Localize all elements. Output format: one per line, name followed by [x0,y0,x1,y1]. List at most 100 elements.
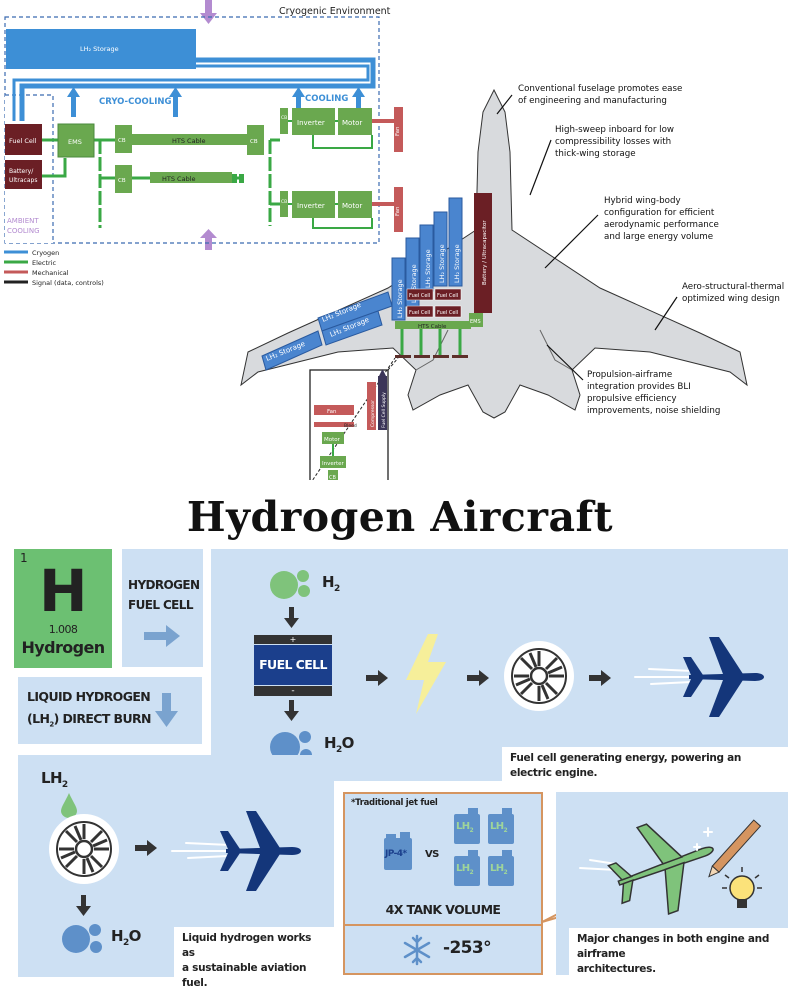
svg-text:LH₂ Storage: LH₂ Storage [396,279,404,318]
circuit-breaker [115,125,132,153]
svg-text:EMS: EMS [470,319,481,325]
aircraft-hts-cable [395,321,471,329]
turbofan-engine-icon [504,641,574,711]
down-arrow-icon [284,607,299,628]
svg-text:of engineering and manufacturi: of engineering and manufacturing [518,96,667,106]
svg-text:Motor: Motor [324,437,341,443]
page-title: Hydrogen Aircraft [186,493,614,541]
cryo-cooling-label: CRYO-COOLING [99,97,171,107]
lightbulb-icon [722,867,762,908]
svg-text:configuration for efficient: configuration for efficient [604,208,715,218]
svg-text:improvements, noise shielding: improvements, noise shielding [587,406,720,416]
svg-text:Inverter: Inverter [322,461,345,467]
svg-text:HTS Cable: HTS Cable [418,324,447,330]
svg-text:thick-wing storage: thick-wing storage [555,149,636,159]
snowflake-icon [403,934,431,966]
svg-text:Battery / Ultracapacitor: Battery / Ultracapacitor [482,220,488,285]
svg-text:Fan: Fan [395,206,401,216]
jet-fuel-canister-icon [384,832,412,870]
svg-text:propulsive efficiency: propulsive efficiency [587,394,677,404]
lh2-storage-tank [6,29,196,69]
svg-text:Fan: Fan [395,126,401,136]
svg-text:CB: CB [118,178,126,184]
svg-text:Motor: Motor [342,119,362,127]
cryo-cooling-arrows [67,87,365,117]
svg-text:Inverter: Inverter [297,202,325,210]
battery-block [5,160,42,189]
svg-text:Inverter: Inverter [297,119,325,127]
hts-cable [150,172,232,183]
schematic-legend: Cryogen Electric Mechanical Signal (data… [4,249,104,287]
svg-text:LH₂ Storage: LH₂ Storage [410,264,418,303]
svg-text:Fuel Cell: Fuel Cell [9,137,37,145]
right-arrow-icon [144,625,180,647]
lightning-icon [406,634,446,714]
hydrogen-element-tile: 1 H 1.008 Hydrogen [14,549,112,668]
svg-text:CB: CB [281,115,287,121]
circuit-breaker [247,125,264,155]
svg-text:Electric: Electric [32,259,57,267]
svg-text:LH₂ Storage: LH₂ Storage [80,45,119,53]
direct-burn-caption: Liquid hydrogen works as a sustainable a… [174,927,334,995]
aircraft-ems [469,313,483,327]
svg-text:LH₂ Storage: LH₂ Storage [438,244,446,283]
svg-text:CB: CB [329,475,336,480]
fuel-cell-block [5,124,42,155]
fuel-cell-stack: + FUEL CELL - [254,635,332,696]
fan-block [394,107,403,152]
fuel-cell-label: FUEL CELL [254,645,332,685]
fuel-cell-path-panel: HYDROGEN FUEL CELL [122,549,203,667]
svg-text:Signal (data, controls): Signal (data, controls) [32,279,104,287]
svg-text:Fuel Cell Supply: Fuel Cell Supply [381,392,387,428]
svg-text:Battery/: Battery/ [9,168,34,175]
cryogenic-environment-label: Cryogenic Environment [279,6,391,17]
architecture-changes-panel: Major changes in both engine and airfram… [556,792,788,981]
svg-text:COOLING: COOLING [7,227,40,235]
svg-text:optimized wing design: optimized wing design [682,294,780,304]
battery-ultracapacitor [474,193,492,313]
svg-text:Fuel Cell: Fuel Cell [437,293,458,299]
svg-text:LH₂ Storage: LH₂ Storage [453,244,461,283]
right-arrow-icon [467,670,489,686]
svg-text:CB: CB [118,138,126,144]
svg-text:Aero-structural-thermal: Aero-structural-thermal [682,282,784,292]
svg-text:Conventional fuselage promotes: Conventional fuselage promotes ease [518,84,682,94]
aircraft-fuel-cells: Fuel Cell Fuel Cell Fuel Cell Fuel Cell [406,288,462,318]
inverter-block [292,108,335,135]
svg-text:Fan: Fan [327,409,337,415]
h2-molecule-icon [270,570,310,599]
svg-text:CB: CB [250,139,258,145]
down-arrow-icon [76,895,91,916]
fuel-cell-caption: Fuel cell generating energy, powering an… [502,747,788,785]
aircraft-annotations: Conventional fuselage promotes ease of e… [518,84,784,416]
top-purple-arrow [200,0,217,24]
svg-text:compressibility losses with: compressibility losses with [555,137,671,147]
svg-text:Fuel Cell: Fuel Cell [409,310,430,316]
svg-text:Bleed: Bleed [344,423,357,429]
svg-text:Motor: Motor [342,202,362,210]
down-arrow-icon [155,693,178,727]
direct-burn-process-panel: LH2 H2O Liquid hydrogen wo [18,755,334,995]
inverter-block [292,191,335,218]
svg-text:HTS Cable: HTS Cable [162,175,196,183]
h2o-molecule-icon [62,924,102,953]
tank-volume-panel: *Traditional jet fuel JP-4* VS LH2 LH2 L… [343,792,543,975]
bottom-purple-arrow [200,229,217,250]
fuel-cell-process-panel: H2 + FUEL CELL - H2O [211,549,788,785]
turbofan-engine-icon [49,814,119,884]
motor-block [338,191,372,218]
svg-text:integration provides BLI: integration provides BLI [587,382,691,392]
svg-text:Fuel Cell: Fuel Cell [409,293,430,299]
green-airplane-pencil-icon [579,819,762,916]
aircraft-planform [240,88,748,419]
svg-text:HTS Cable: HTS Cable [172,137,206,145]
svg-text:Mechanical: Mechanical [32,269,69,277]
right-arrow-icon [135,840,157,856]
ems-block [57,123,95,158]
motor-block [338,108,372,135]
svg-text:Ultracaps: Ultracaps [9,177,37,184]
svg-text:Fuel Cell: Fuel Cell [437,310,458,316]
svg-text:aerodynamic performance: aerodynamic performance [604,220,719,230]
droplet-icon [61,793,77,818]
right-arrow-icon [589,670,611,686]
